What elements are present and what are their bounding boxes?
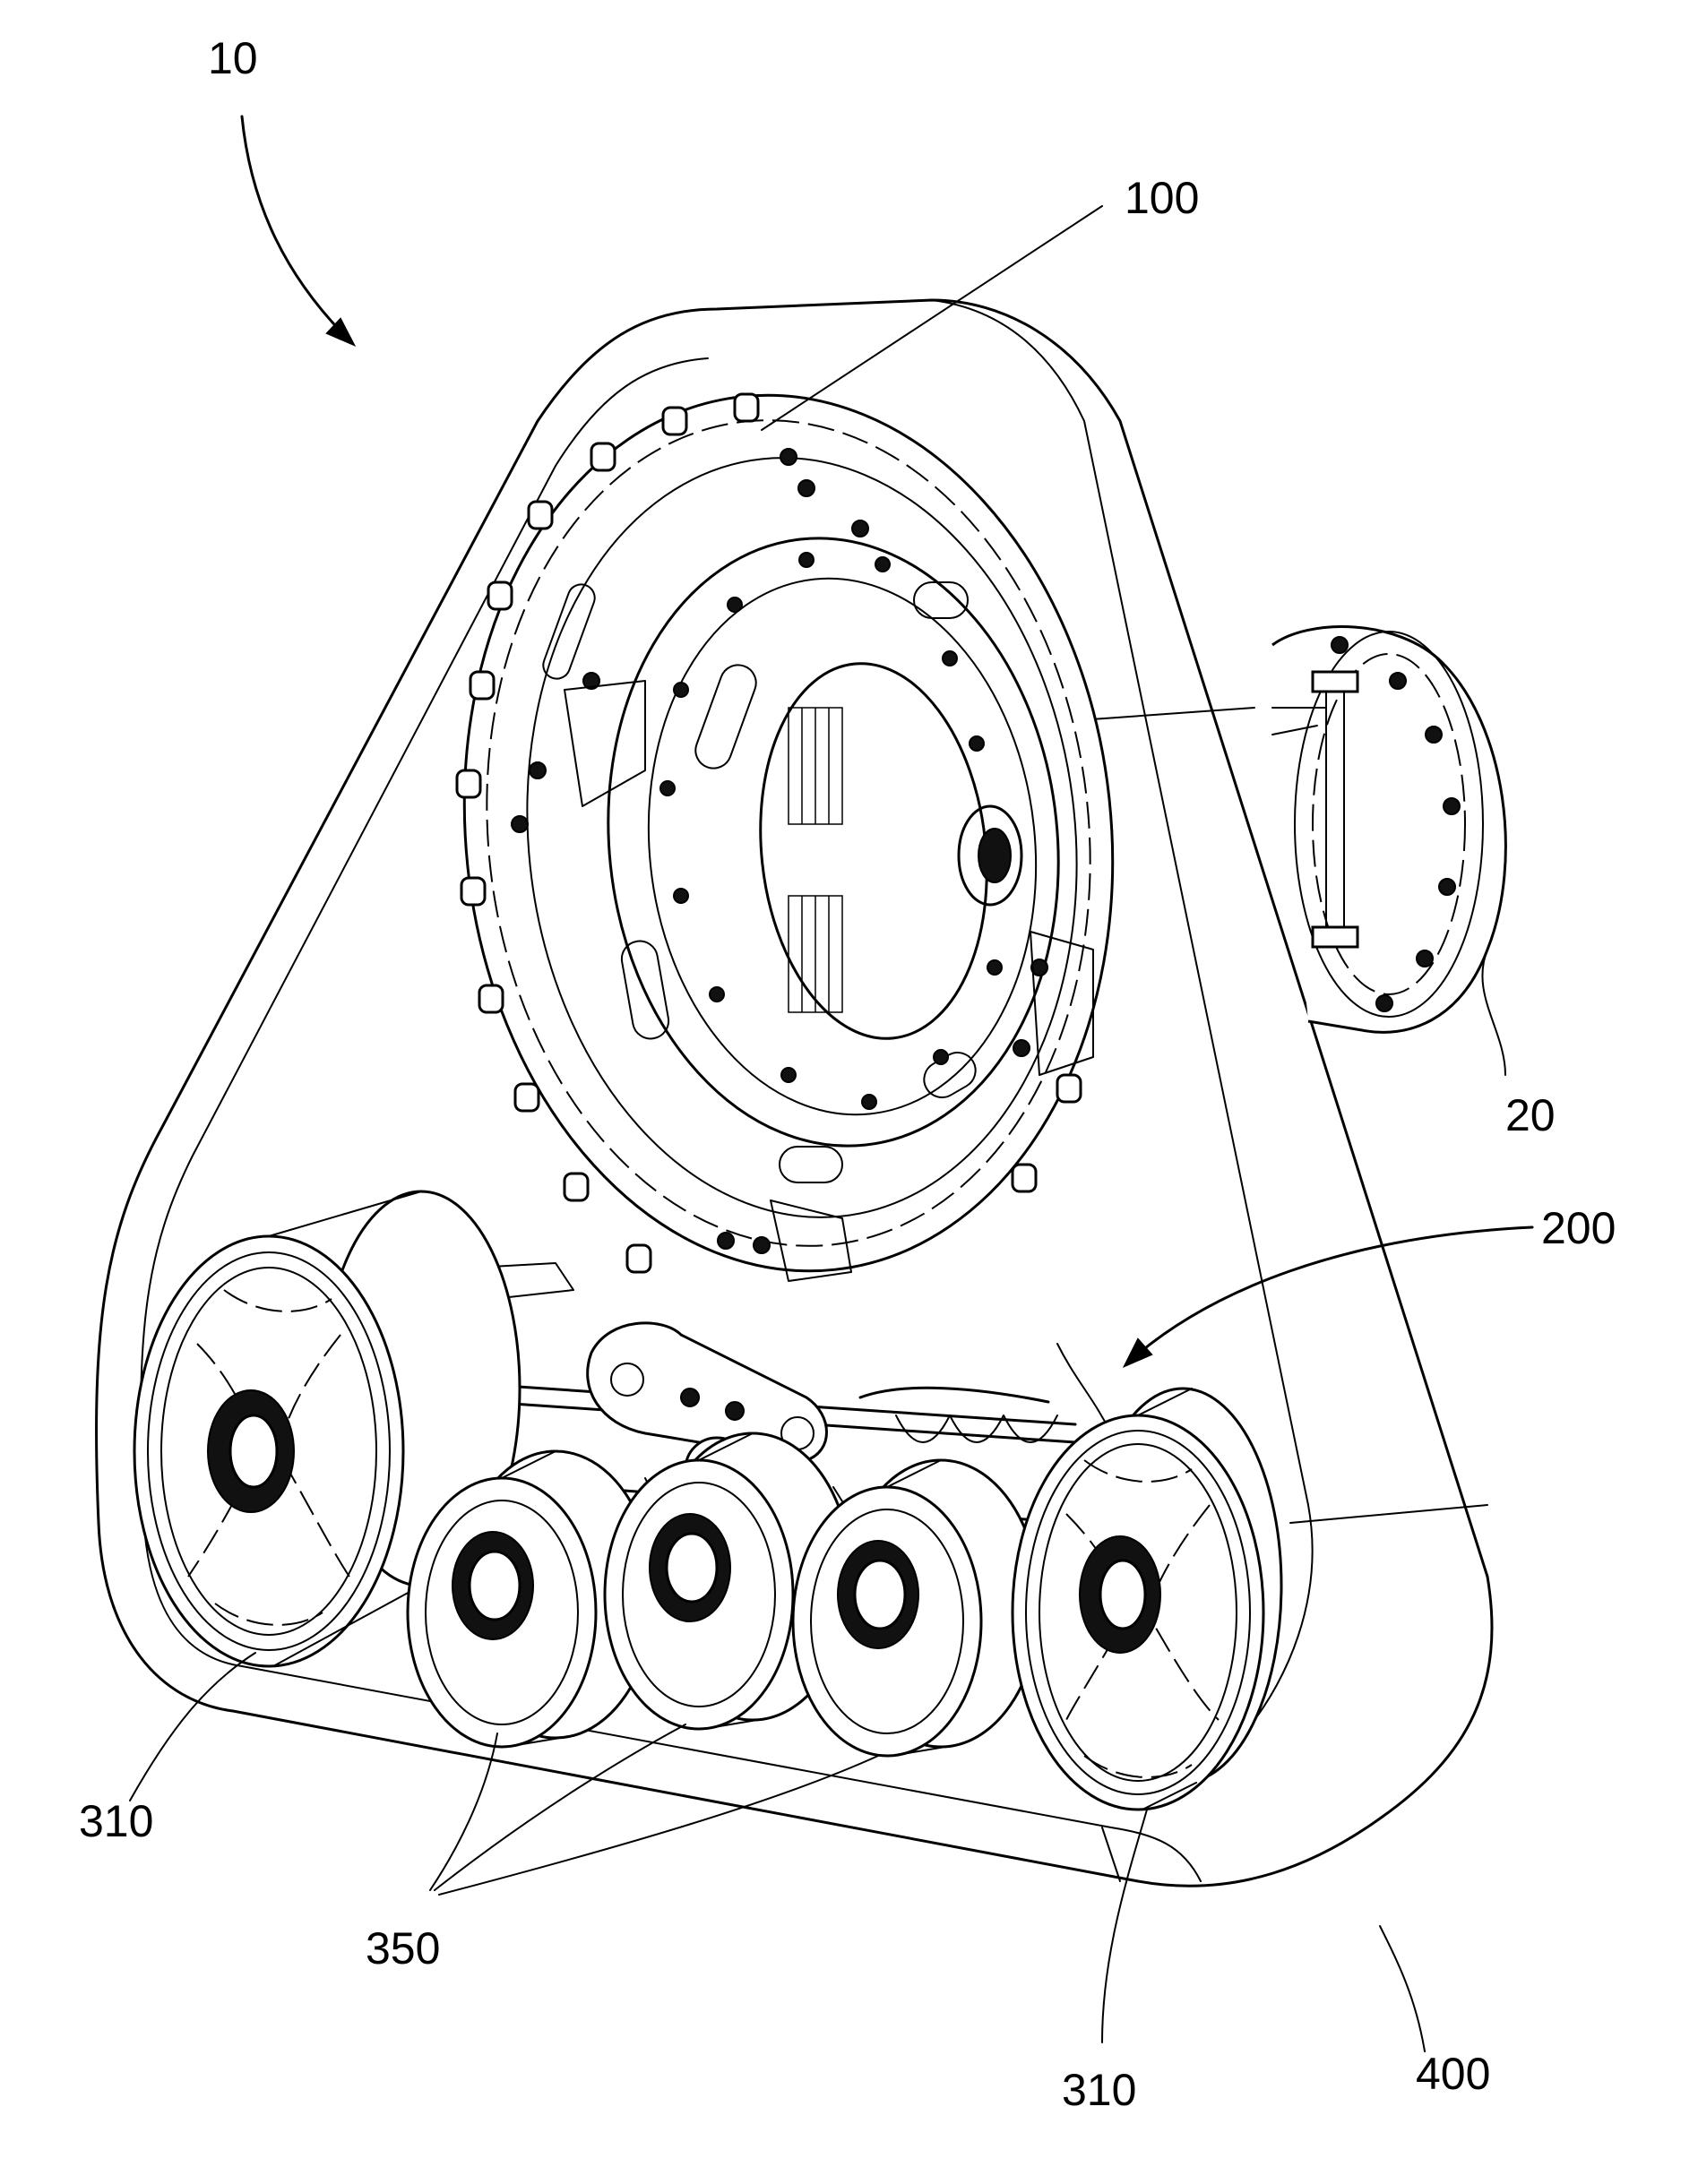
label-assembly: 10 — [208, 33, 258, 83]
label-track: 400 — [1416, 2049, 1490, 2099]
label-road-wheels: 350 — [366, 1923, 440, 1973]
label-idler-wheel-front: 310 — [79, 1796, 153, 1846]
label-frame: 200 — [1541, 1203, 1616, 1253]
label-motor: 20 — [1505, 1090, 1556, 1140]
road-wheels — [408, 1433, 1039, 1756]
motor-housing — [1272, 627, 1505, 1033]
label-idler-wheel-rear: 310 — [1062, 2065, 1136, 2115]
rear-idler-wheel — [1013, 1389, 1281, 1810]
label-drive-wheel: 100 — [1125, 173, 1199, 223]
drive-wheel — [422, 363, 1155, 1303]
